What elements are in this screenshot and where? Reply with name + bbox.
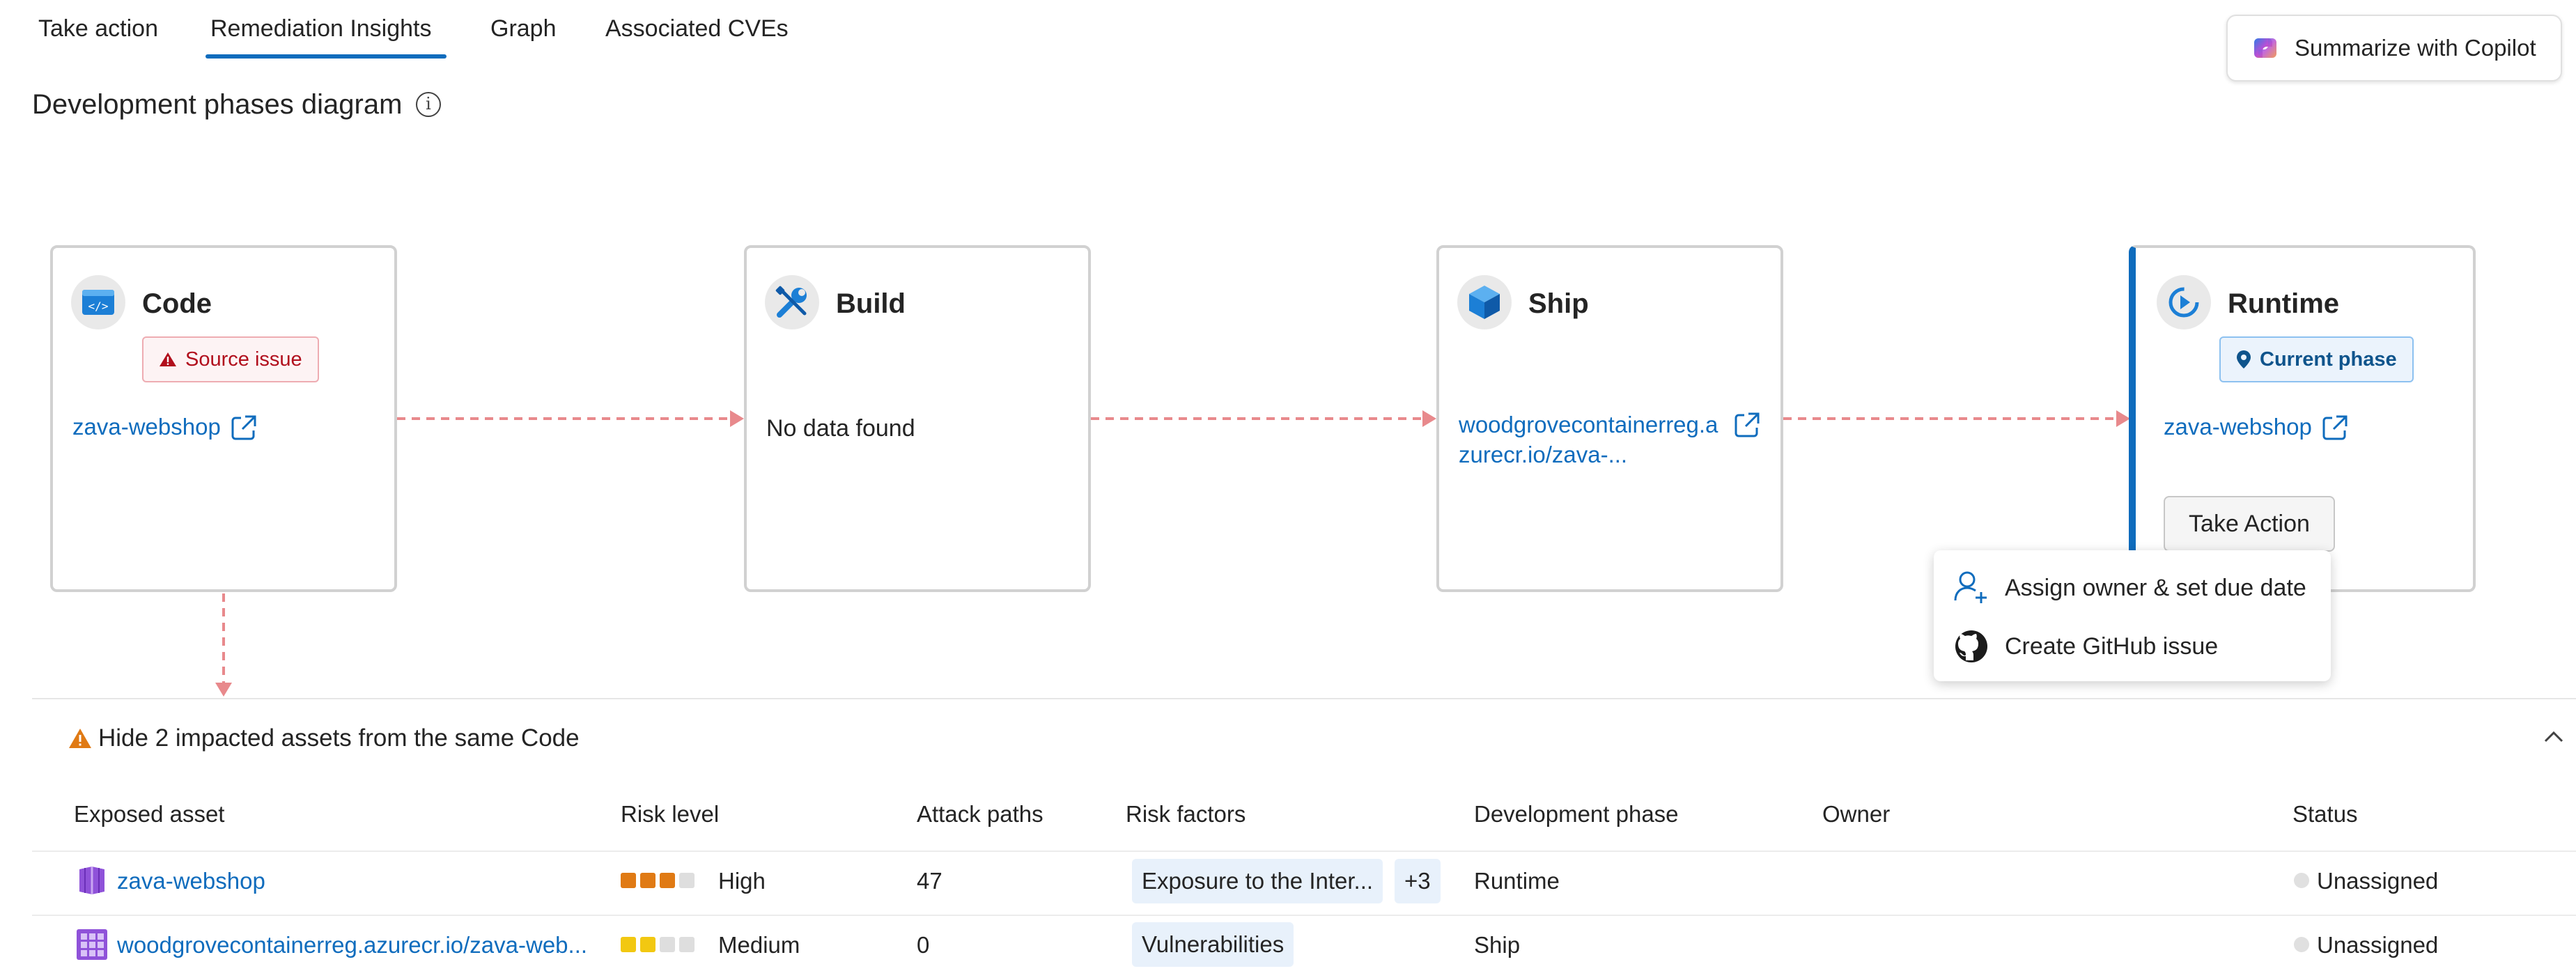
phase-title-ship: Ship — [1528, 288, 1589, 319]
menu-item-assign-owner[interactable]: Assign owner & set due date — [1934, 559, 2331, 617]
risk-segment — [679, 937, 695, 952]
location-pin-icon — [2237, 350, 2251, 368]
asset-link[interactable]: woodgrovecontainerreg.azurecr.io/zava-we… — [117, 932, 588, 958]
runtime-icon — [2157, 275, 2211, 329]
external-link-icon[interactable] — [230, 414, 258, 442]
attack-paths-count: 0 — [917, 932, 930, 958]
status: Unassigned — [2317, 868, 2439, 894]
row-divider — [32, 915, 2576, 916]
menu-item-label: Assign owner & set due date — [2005, 574, 2306, 601]
risk-level: Medium — [718, 932, 800, 958]
warning-icon — [69, 729, 91, 748]
copilot-button-label: Summarize with Copilot — [2295, 35, 2536, 61]
impacted-assets-toggle[interactable]: Hide 2 impacted assets from the same Cod… — [98, 724, 580, 752]
column-header-attack-paths[interactable]: Attack paths — [917, 801, 1043, 827]
risk-segment — [660, 873, 675, 888]
external-link-icon[interactable] — [1733, 411, 1761, 439]
risk-segment — [679, 873, 695, 888]
phase-card-runtime: Runtime Current phase zava-webshop Take … — [2129, 245, 2476, 592]
extra-risk-factors-pill[interactable]: +3 — [1395, 859, 1441, 903]
svg-text:</>: </> — [88, 300, 109, 313]
arrowhead — [2116, 410, 2130, 427]
development-phase: Ship — [1474, 932, 1521, 958]
development-phase: Runtime — [1474, 868, 1560, 894]
column-header-status[interactable]: Status — [2292, 801, 2358, 827]
risk-level: High — [718, 868, 766, 894]
wrench-screwdriver-icon — [765, 275, 819, 329]
status-dot — [2294, 937, 2309, 952]
status-dot — [2294, 873, 2309, 888]
arrowhead — [1422, 410, 1436, 427]
container-box-icon — [1457, 275, 1512, 329]
risk-segment — [621, 937, 636, 952]
current-phase-label: Current phase — [2260, 348, 2397, 371]
risk-factor-pill[interactable]: Vulnerabilities — [1132, 922, 1294, 967]
menu-item-label: Create GitHub issue — [2005, 632, 2219, 660]
tab-associated-cves[interactable]: Associated CVEs — [605, 15, 789, 42]
status: Unassigned — [2317, 932, 2439, 958]
column-header-risk-factors[interactable]: Risk factors — [1126, 801, 1246, 827]
person-add-icon — [1954, 571, 1987, 603]
runtime-asset-link[interactable]: zava-webshop — [2164, 414, 2312, 440]
risk-segment — [621, 873, 636, 888]
take-action-menu: Assign owner & set due date Create GitHu… — [1934, 550, 2331, 681]
kubernetes-workload-icon — [79, 867, 104, 894]
ship-link-line-2: zurecr.io/zava-... — [1459, 442, 1628, 467]
take-action-button[interactable]: Take Action — [2164, 496, 2335, 552]
ship-link-line-1: woodgrovecontainerreg.a — [1459, 412, 1718, 437]
attack-paths-count: 47 — [917, 868, 942, 894]
column-header-exposed-asset[interactable]: Exposed asset — [74, 801, 225, 827]
section-divider — [32, 698, 2576, 699]
arrowhead — [730, 410, 744, 427]
info-icon[interactable]: i — [416, 92, 441, 117]
header-row-divider — [32, 850, 2576, 852]
column-header-owner[interactable]: Owner — [1822, 801, 1891, 827]
phase-connectors — [215, 410, 2130, 697]
build-empty-text: No data found — [766, 415, 915, 442]
selected-tab-indicator — [205, 54, 447, 59]
copilot-icon — [2254, 38, 2276, 58]
asset-link[interactable]: zava-webshop — [117, 868, 265, 894]
phase-card-build: Build No data found — [744, 245, 1091, 592]
phase-title-runtime: Runtime — [2228, 288, 2339, 319]
risk-segment — [640, 873, 655, 888]
phase-card-code: </> Code Source issue zava-webshop — [50, 245, 397, 592]
external-link-icon[interactable] — [2321, 414, 2349, 442]
phase-title-build: Build — [836, 288, 906, 319]
menu-item-create-github-issue[interactable]: Create GitHub issue — [1934, 617, 2331, 676]
phase-title-code: Code — [142, 288, 212, 319]
source-issue-badge: Source issue — [142, 336, 319, 382]
chevron-up-icon[interactable] — [2540, 723, 2568, 751]
warning-icon — [160, 352, 176, 366]
current-phase-badge: Current phase — [2219, 336, 2414, 382]
tab-remediation-insights[interactable]: Remediation Insights — [210, 15, 432, 42]
phase-card-ship: Ship woodgrovecontainerreg.a zurecr.io/z… — [1436, 245, 1783, 592]
arrowhead — [215, 683, 232, 697]
section-title: Development phases diagram — [32, 89, 403, 120]
code-icon: </> — [71, 275, 125, 329]
tab-take-action[interactable]: Take action — [38, 15, 158, 42]
column-header-risk-level[interactable]: Risk level — [621, 801, 720, 827]
summarize-copilot-button[interactable]: Summarize with Copilot — [2226, 15, 2562, 81]
source-issue-label: Source issue — [185, 348, 302, 371]
risk-segment — [660, 937, 675, 952]
risk-factor-pill[interactable]: Exposure to the Inter... — [1132, 859, 1383, 903]
container-registry-icon — [77, 929, 107, 960]
code-asset-link[interactable]: zava-webshop — [72, 414, 221, 440]
github-icon — [1955, 630, 1987, 662]
risk-segment — [640, 937, 655, 952]
column-header-development-phase[interactable]: Development phase — [1474, 801, 1679, 827]
tab-graph[interactable]: Graph — [490, 15, 557, 42]
ship-asset-link[interactable]: woodgrovecontainerreg.a zurecr.io/zava-.… — [1459, 410, 1723, 469]
